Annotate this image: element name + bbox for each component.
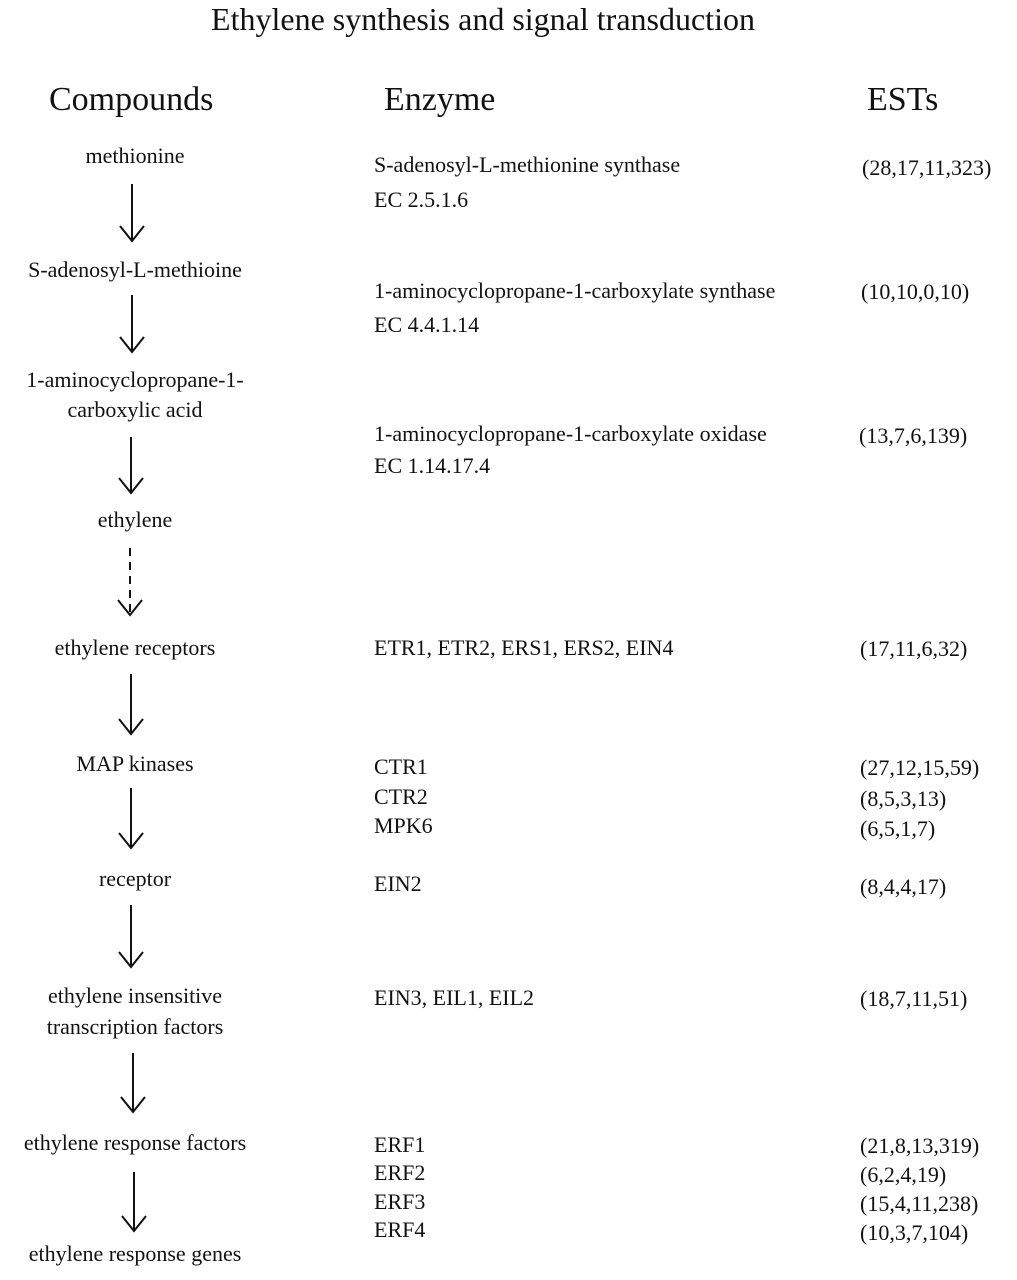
enzyme-erf4: ERF4: [374, 1217, 426, 1242]
compound-s-adenosyl-l-methioine: S-adenosyl-L-methioine: [28, 257, 242, 282]
dashed-arrow-ethylene-to-receptors: [117, 548, 143, 617]
ests-ein2: (8,4,4,17): [860, 874, 947, 899]
enzyme-erf3: ERF3: [374, 1189, 426, 1214]
ests-sam-synthase: (28,17,11,323): [862, 155, 992, 180]
ests-ctr2: (8,5,3,13): [860, 786, 947, 811]
figure-title: Ethylene synthesis and signal transducti…: [211, 1, 755, 37]
compound-map-kinases: MAP kinases: [76, 751, 194, 776]
compound-ein-line1: ethylene insensitive: [47, 983, 223, 1008]
ests-erf1: (21,8,13,319): [860, 1133, 980, 1158]
enzyme-header: Enzyme: [384, 81, 496, 118]
ests-receptors: (17,11,6,32): [860, 636, 968, 661]
compound-acc-line2: carboxylic acid: [67, 397, 203, 422]
enzyme-sam-synthase-ec: EC 2.5.1.6: [374, 187, 469, 212]
enzyme-acc-oxidase: 1-aminocyclopropane-1-carboxylate oxidas…: [374, 421, 767, 446]
ests-ein3: (18,7,11,51): [860, 986, 968, 1011]
compound-ein-line2: transcription factors: [46, 1014, 224, 1039]
ests-header: ESTs: [867, 81, 939, 118]
compound-ethylene: ethylene: [97, 507, 173, 532]
arrow-methionine-to-sam: [119, 184, 145, 243]
enzyme-acc-synthase: 1-aminocyclopropane-1-carboxylate syntha…: [374, 278, 776, 303]
ests-erf2: (6,2,4,19): [860, 1162, 947, 1187]
enzyme-ein2: EIN2: [374, 871, 422, 896]
arrow-map-kinases-to-receptor: [118, 788, 144, 850]
enzyme-ctr1: CTR1: [374, 754, 428, 779]
ests-acc-oxidase: (13,7,6,139): [859, 423, 968, 448]
enzyme-acc-synthase-ec: EC 4.4.1.14: [374, 312, 480, 337]
enzyme-etr-ers-ein4: ETR1, ETR2, ERS1, ERS2, EIN4: [374, 635, 674, 660]
arrow-acc-to-ethylene: [118, 437, 144, 495]
enzyme-mpk6: MPK6: [374, 813, 433, 838]
ests-acc-synthase: (10,10,0,10): [861, 279, 970, 304]
enzyme-acc-oxidase-ec: EC 1.14.17.4: [374, 453, 491, 478]
compounds-header: Compounds: [49, 81, 214, 118]
compound-receptor: receptor: [98, 866, 172, 891]
ests-erf3: (15,4,11,238): [860, 1191, 979, 1216]
compound-acc-line1: 1-aminocyclopropane-1-: [26, 367, 244, 392]
compound-ethylene-response-genes: ethylene response genes: [28, 1241, 242, 1266]
compound-methionine: methionine: [85, 143, 185, 168]
enzyme-erf1: ERF1: [374, 1132, 426, 1157]
enzyme-ctr2: CTR2: [374, 784, 428, 809]
arrow-erf-to-response-genes: [121, 1172, 147, 1233]
ests-mpk6: (6,5,1,7): [860, 816, 936, 841]
enzyme-sam-synthase: S-adenosyl-L-methionine synthase: [374, 152, 681, 177]
arrow-receptor-to-ein: [118, 905, 144, 969]
enzyme-ein3-eil1-eil2: EIN3, EIL1, EIL2: [374, 985, 535, 1010]
ests-erf4: (10,3,7,104): [860, 1220, 969, 1245]
ests-ctr1: (27,12,15,59): [860, 755, 980, 780]
compound-ethylene-response-factors: ethylene response factors: [23, 1130, 247, 1155]
arrow-ein-to-erf: [120, 1053, 146, 1114]
enzyme-erf2: ERF2: [374, 1160, 426, 1185]
compound-ethylene-receptors: ethylene receptors: [54, 635, 216, 660]
arrow-receptors-to-map-kinases: [118, 674, 144, 736]
arrow-sam-to-acc: [119, 295, 145, 354]
